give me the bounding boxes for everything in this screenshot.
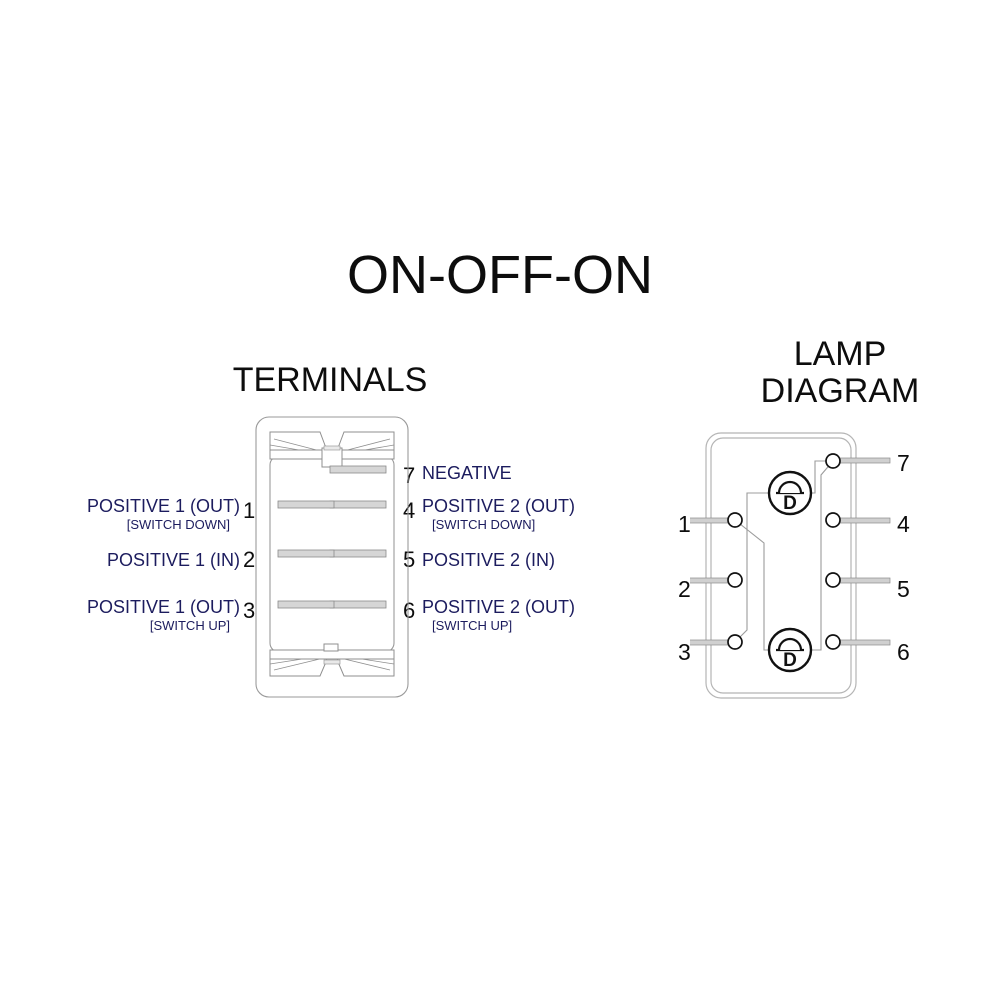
terminal-label-4: POSITIVE 2 (OUT) [SWITCH DOWN] — [422, 497, 652, 532]
terminal-label-7-text: NEGATIVE — [422, 463, 512, 483]
page-title: ON-OFF-ON — [347, 245, 653, 305]
terminal-number-7: 7 — [403, 463, 416, 488]
lamp-heading-line-2: DIAGRAM — [760, 371, 920, 410]
terminal-number-2: 2 — [243, 547, 256, 572]
lamp-terminal-number-3: 3 — [678, 639, 691, 665]
switch-terminal-blades-right — [329, 465, 387, 609]
terminals-heading: TERMINALS — [232, 361, 428, 399]
terminal-label-5: POSITIVE 2 (IN) — [422, 551, 652, 571]
switch-bottom-tab — [323, 643, 339, 652]
lamp-terminal-number-4: 4 — [897, 511, 910, 537]
switch-top-tab — [321, 447, 343, 468]
terminal-label-7: NEGATIVE — [422, 464, 652, 484]
terminal-label-2: POSITIVE 1 (IN) — [20, 551, 240, 571]
switch-terminal-blades-left — [277, 500, 335, 609]
lamp-terminal-number-6: 6 — [897, 639, 910, 665]
lamp-contact-circles-left — [727, 512, 743, 650]
terminal-label-3-text: POSITIVE 1 (OUT) — [86, 597, 240, 617]
terminal-label-5-text: POSITIVE 2 (IN) — [422, 550, 556, 570]
terminal-sublabel-6: [SWITCH UP] — [432, 617, 513, 633]
lamp-terminal-number-5: 5 — [897, 576, 910, 602]
lamp-symbol-letter-bottom: D — [783, 650, 797, 671]
lamp-terminal-number-1: 1 — [678, 511, 691, 537]
terminal-sublabel-3: [SWITCH UP] — [149, 617, 230, 633]
terminal-label-1-text: POSITIVE 1 (OUT) — [86, 496, 240, 516]
lamp-symbol-bottom: D — [767, 627, 813, 673]
switch-body-drawing — [248, 412, 418, 702]
terminal-sublabel-4: [SWITCH DOWN] — [432, 516, 536, 532]
terminal-label-6-text: POSITIVE 2 (OUT) — [422, 597, 576, 617]
lamp-contact-circles-right — [825, 453, 841, 650]
terminal-number-6: 6 — [403, 598, 416, 623]
terminal-number-5: 5 — [403, 547, 416, 572]
terminal-number-1: 1 — [243, 498, 256, 523]
terminal-label-4-text: POSITIVE 2 (OUT) — [422, 496, 576, 516]
lamp-terminal-number-2: 2 — [678, 576, 691, 602]
lamp-heading-line-1: LAMP — [793, 335, 887, 373]
lamp-terminal-stubs-right — [827, 457, 891, 646]
terminal-label-2-text: POSITIVE 1 (IN) — [106, 550, 240, 570]
lamp-diagram-heading: LAMP DIAGRAM — [700, 336, 980, 409]
terminal-label-3: POSITIVE 1 (OUT) [SWITCH UP] — [20, 598, 240, 633]
lamp-symbol-top: D — [767, 470, 813, 516]
lamp-body-inner — [710, 437, 852, 694]
terminal-number-3: 3 — [243, 598, 256, 623]
lamp-body-outer — [705, 432, 857, 699]
switch-outer-housing — [255, 416, 409, 698]
lamp-diagram-drawing: D D — [690, 425, 920, 715]
lamp-symbol-letter-top: D — [783, 493, 797, 514]
lamp-terminal-number-7: 7 — [897, 450, 910, 476]
terminal-number-4: 4 — [403, 498, 416, 523]
terminal-sublabel-1: [SWITCH DOWN] — [126, 516, 230, 532]
terminal-label-1: POSITIVE 1 (OUT) [SWITCH DOWN] — [20, 497, 240, 532]
terminal-label-6: POSITIVE 2 (OUT) [SWITCH UP] — [422, 598, 652, 633]
